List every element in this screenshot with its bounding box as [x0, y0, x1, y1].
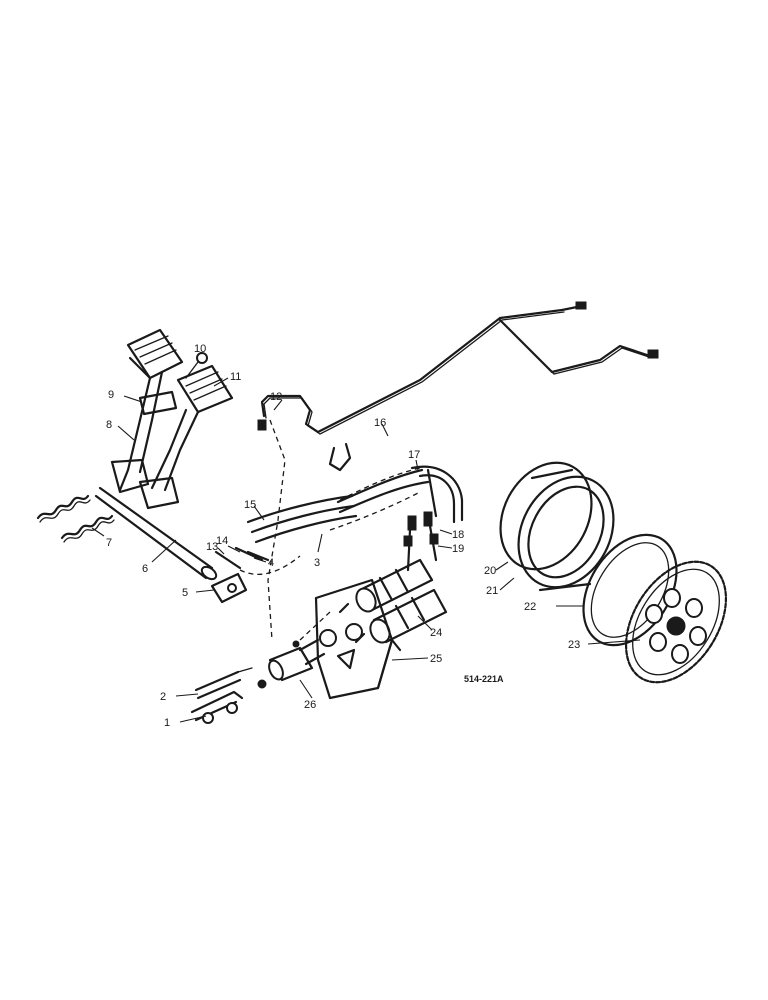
- callout-15: 15: [244, 499, 256, 511]
- callout-25: 25: [430, 653, 442, 665]
- master-cylinder-lower: [354, 588, 448, 644]
- master-cylinder-upper: [338, 558, 434, 614]
- mounting-bracket: [314, 578, 402, 700]
- callout-23: 23: [568, 639, 580, 651]
- callout-24: 24: [430, 627, 442, 639]
- callout-9: 9: [108, 389, 114, 401]
- linkage-dash-5: [299, 611, 331, 641]
- callout-8: 8: [106, 419, 112, 431]
- callout-19: 19: [452, 543, 464, 555]
- leader-lines: [91, 351, 641, 723]
- linkage-dash-2: [267, 419, 286, 641]
- pedal-latch: [138, 352, 208, 416]
- callout-2: 2: [160, 691, 166, 703]
- linkage-dash-1: [239, 555, 301, 576]
- callout-6: 6: [142, 563, 148, 575]
- callout-21: 21: [486, 585, 498, 597]
- callout-22: 22: [524, 601, 536, 613]
- callout-18: 18: [452, 529, 464, 541]
- linkage-dash-4: [329, 491, 421, 531]
- callout-5: 5: [182, 587, 188, 599]
- cross-shaft: [94, 486, 218, 581]
- callout-20: 20: [484, 565, 496, 577]
- hydraulic-hose-bundle: [246, 465, 464, 544]
- callout-11: 11: [230, 371, 241, 383]
- callout-13: 13: [206, 541, 218, 553]
- brake-pedal-left: [110, 328, 184, 494]
- linkage-dash-3: [339, 467, 421, 501]
- return-spring-upper: [36, 494, 91, 523]
- return-spring-lower: [60, 514, 115, 543]
- pushrod-pin: [214, 546, 270, 570]
- callout-12: 12: [270, 391, 282, 403]
- brake-pedal-right: [138, 364, 234, 510]
- callout-4: 4: [268, 557, 274, 569]
- hose-fittings: [403, 511, 439, 572]
- clevis-block: [210, 572, 248, 604]
- callout-17: 17: [408, 449, 420, 461]
- callout-3: 3: [314, 557, 320, 569]
- callout-14: 14: [216, 535, 228, 547]
- brake-disc: [624, 560, 728, 684]
- callout-7: 7: [106, 537, 112, 549]
- pushrod-assembly: [257, 638, 326, 689]
- clevis-rod-upper: [194, 667, 253, 700]
- brake-pipe: [257, 301, 659, 472]
- callout-16: 16: [374, 417, 386, 429]
- brake-piston: [517, 468, 615, 592]
- callout-26: 26: [304, 699, 316, 711]
- callout-10: 10: [194, 343, 206, 355]
- brake-seal-ring: [499, 461, 593, 571]
- drawing-reference: 514-221A: [464, 674, 504, 684]
- callout-1: 1: [164, 717, 170, 729]
